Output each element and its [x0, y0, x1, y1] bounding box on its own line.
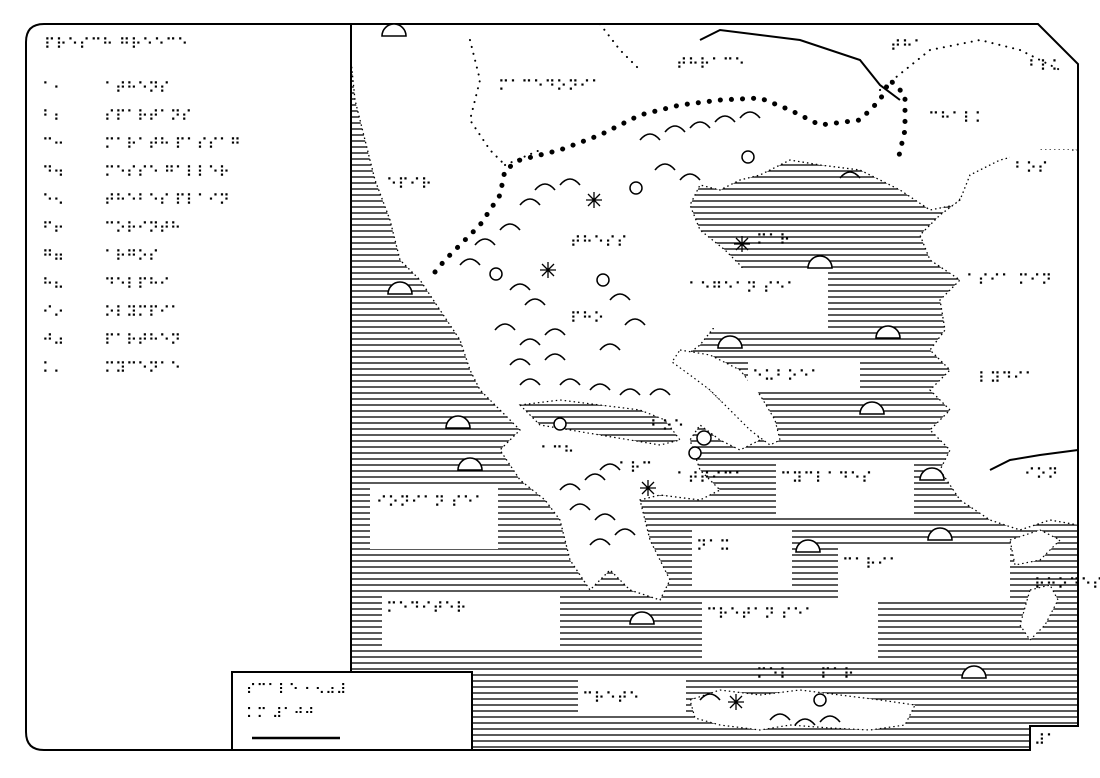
legend-text: ⠏⠁⠗⠞⠓⠑⠝: [104, 331, 181, 349]
legend-key: ⠑⠢: [42, 191, 64, 209]
label-lydia: ⠇⠽⠙⠊⠁: [978, 369, 1036, 387]
label-ionia: ⠊⠕⠝: [1024, 465, 1059, 483]
legend-row: ⠊⠔ ⠕⠇⠽⠍⠏⠊⠁: [42, 304, 181, 321]
label-black-sea: ⠃⠇⠅: [1028, 57, 1063, 75]
legend-row: ⠅⠄ ⠍⠽⠉⠑⠝⠁⠑: [42, 360, 181, 377]
legend-key: ⠛⠶: [42, 247, 64, 265]
legend-row: ⠛⠶ ⠁⠗⠛⠕⠎: [42, 248, 159, 265]
crete-island: [689, 689, 916, 731]
legend-text: ⠍⠁⠗⠁⠞⠓ ⠏⠁⠎⠎⠁⠛: [104, 135, 241, 153]
label-boeotia: ⠃⠕⠑: [650, 417, 685, 435]
river: [699, 28, 901, 101]
label-paros: ⠏⠁⠗: [820, 665, 855, 683]
legend-border: [25, 23, 352, 751]
label-bosporus: ⠃⠕⠎: [1014, 159, 1049, 177]
label-marmara: ⠍⠁⠗: [756, 231, 791, 249]
macedonia-border: [432, 75, 908, 275]
legend-key: ⠚⠴: [42, 331, 64, 349]
euboea-island: [671, 349, 781, 446]
legend-panel: ⠏⠗⠑⠎⠉⠓ ⠛⠗⠑⠑⠉⠑ ⠁⠂ ⠁⠞⠓⠑⠝⠎ ⠃⠆ ⠎⠏⠁⠗⠞⠁⠝⠎ ⠉⠒ ⠍⠁⠗⠁…: [26, 24, 350, 750]
legend-text: ⠕⠇⠽⠍⠏⠊⠁: [104, 303, 181, 321]
legend-key: ⠊⠔: [42, 303, 64, 321]
mountains: [459, 111, 861, 726]
label-achaea: ⠁⠉⠓: [540, 443, 575, 461]
label-macedonia: ⠍⠁⠉⠑⠙⠕⠝⠊⠁: [498, 77, 603, 95]
label-aegean-sea: ⠁⠑⠛⠑⠁⠝ ⠎⠑⠁: [688, 279, 798, 297]
legend-row: ⠑⠢ ⠞⠓⠑⠃⠑⠎ ⠏⠇⠁⠊⠝: [42, 192, 230, 209]
site-markers: [489, 150, 827, 707]
legend-row: ⠙⠲ ⠍⠑⠎⠎⠑ ⠛⠁⠇⠇⠑⠗: [42, 164, 230, 181]
legend-row: ⠚⠴ ⠏⠁⠗⠞⠓⠑⠝: [42, 332, 181, 349]
legend-key: ⠋⠖: [42, 219, 64, 237]
scale-label: ⠎⠉⠁⠇⠑ ⠂⠢⠴⠼: [246, 682, 347, 698]
legend-text: ⠎⠏⠁⠗⠞⠁⠝⠎: [104, 107, 192, 125]
legend-key: ⠃⠆: [42, 107, 64, 125]
label-thrace: ⠞⠓⠗⠁⠉⠑: [676, 55, 746, 73]
label-melos: ⠍⠑⠇: [756, 665, 791, 683]
label-crete: ⠉⠗⠑⠞⠑: [582, 689, 640, 707]
label-ionian-sea: ⠊⠕⠝⠊⠁⠝ ⠎⠑⠁: [376, 493, 486, 511]
battle-markers: [540, 192, 750, 710]
legend-row: ⠉⠒ ⠍⠁⠗⠁⠞⠓ ⠏⠁⠎⠎⠁⠛: [42, 136, 241, 153]
legend-key: ⠉⠒: [42, 135, 64, 153]
label-epirus: ⠑⠏⠊⠗: [386, 175, 433, 193]
asia-coastline: [989, 449, 1079, 471]
legend-text: ⠍⠽⠉⠑⠝⠁⠑: [104, 359, 181, 377]
label-naxos: ⠝⠁⠭: [696, 537, 731, 555]
legend-title: ⠏⠗⠑⠎⠉⠓ ⠛⠗⠑⠑⠉⠑: [44, 35, 189, 53]
legend-text: ⠁⠞⠓⠑⠝⠎: [104, 79, 170, 97]
legend-row: ⠁⠂ ⠁⠞⠓⠑⠝⠎: [42, 80, 170, 97]
label-rhodes: ⠗⠓⠕⠙⠑⠎: [1034, 575, 1100, 593]
asia-minor-landmass: [919, 149, 1078, 531]
legend-text: ⠙⠑⠇⠏⠓⠊: [104, 275, 170, 293]
label-phocis: ⠏⠓⠕: [570, 309, 605, 327]
legend-row: ⠃⠆ ⠎⠏⠁⠗⠞⠁⠝⠎: [42, 108, 192, 125]
label-chalkidiki: ⠉⠓⠁⠇⠅: [928, 109, 986, 127]
scale-unit: ⠅⠍ ⠼⠁⠚⠚: [246, 706, 315, 722]
label-cretan-sea: ⠉⠗⠑⠞⠁⠝ ⠎⠑⠁: [706, 605, 816, 623]
label-thasos: ⠞⠓⠁: [890, 37, 925, 55]
legend-key: ⠁⠂: [42, 79, 64, 97]
sea-area: [351, 24, 1078, 750]
label-cyclades: ⠉⠽⠉⠇⠁⠙⠑⠎: [780, 469, 873, 487]
legend-text: ⠉⠕⠗⠊⠝⠞⠓: [104, 219, 181, 237]
aegean-island: [1009, 529, 1062, 566]
label-arcadia: ⠁⠗⠉: [618, 459, 653, 477]
label-thessaly: ⠞⠓⠑⠎⠎: [570, 233, 628, 251]
gulf-of-corinth: [518, 399, 682, 446]
legend-row: ⠓⠦ ⠙⠑⠇⠏⠓⠊: [42, 276, 170, 293]
legend-text: ⠁⠗⠛⠕⠎: [104, 247, 159, 265]
label-corner: ⠼⠁: [1034, 731, 1058, 749]
legend-key: ⠙⠲: [42, 163, 64, 181]
legend-text: ⠍⠑⠎⠎⠑ ⠛⠁⠇⠇⠑⠗: [104, 163, 230, 181]
rhodes-island: [1019, 584, 1059, 641]
label-euboea: ⠑⠥⠃⠕⠑⠁: [752, 367, 822, 385]
port-markers: [381, 23, 987, 679]
label-attica: ⠁⠞⠞⠊⠉⠁: [676, 469, 746, 487]
label-mediterranean: ⠍⠑⠙⠊⠞⠑⠗: [386, 599, 468, 617]
legend-key: ⠅⠄: [42, 359, 64, 377]
legend-key: ⠓⠦: [42, 275, 64, 293]
label-asia-minor: ⠁⠎⠊⠁ ⠍⠊⠝: [966, 271, 1053, 289]
legend-row: ⠋⠖ ⠉⠕⠗⠊⠝⠞⠓: [42, 220, 181, 237]
label-caria: ⠉⠁⠗⠊⠁: [842, 555, 900, 573]
legend-text: ⠞⠓⠑⠃⠑⠎ ⠏⠇⠁⠊⠝: [104, 191, 230, 209]
